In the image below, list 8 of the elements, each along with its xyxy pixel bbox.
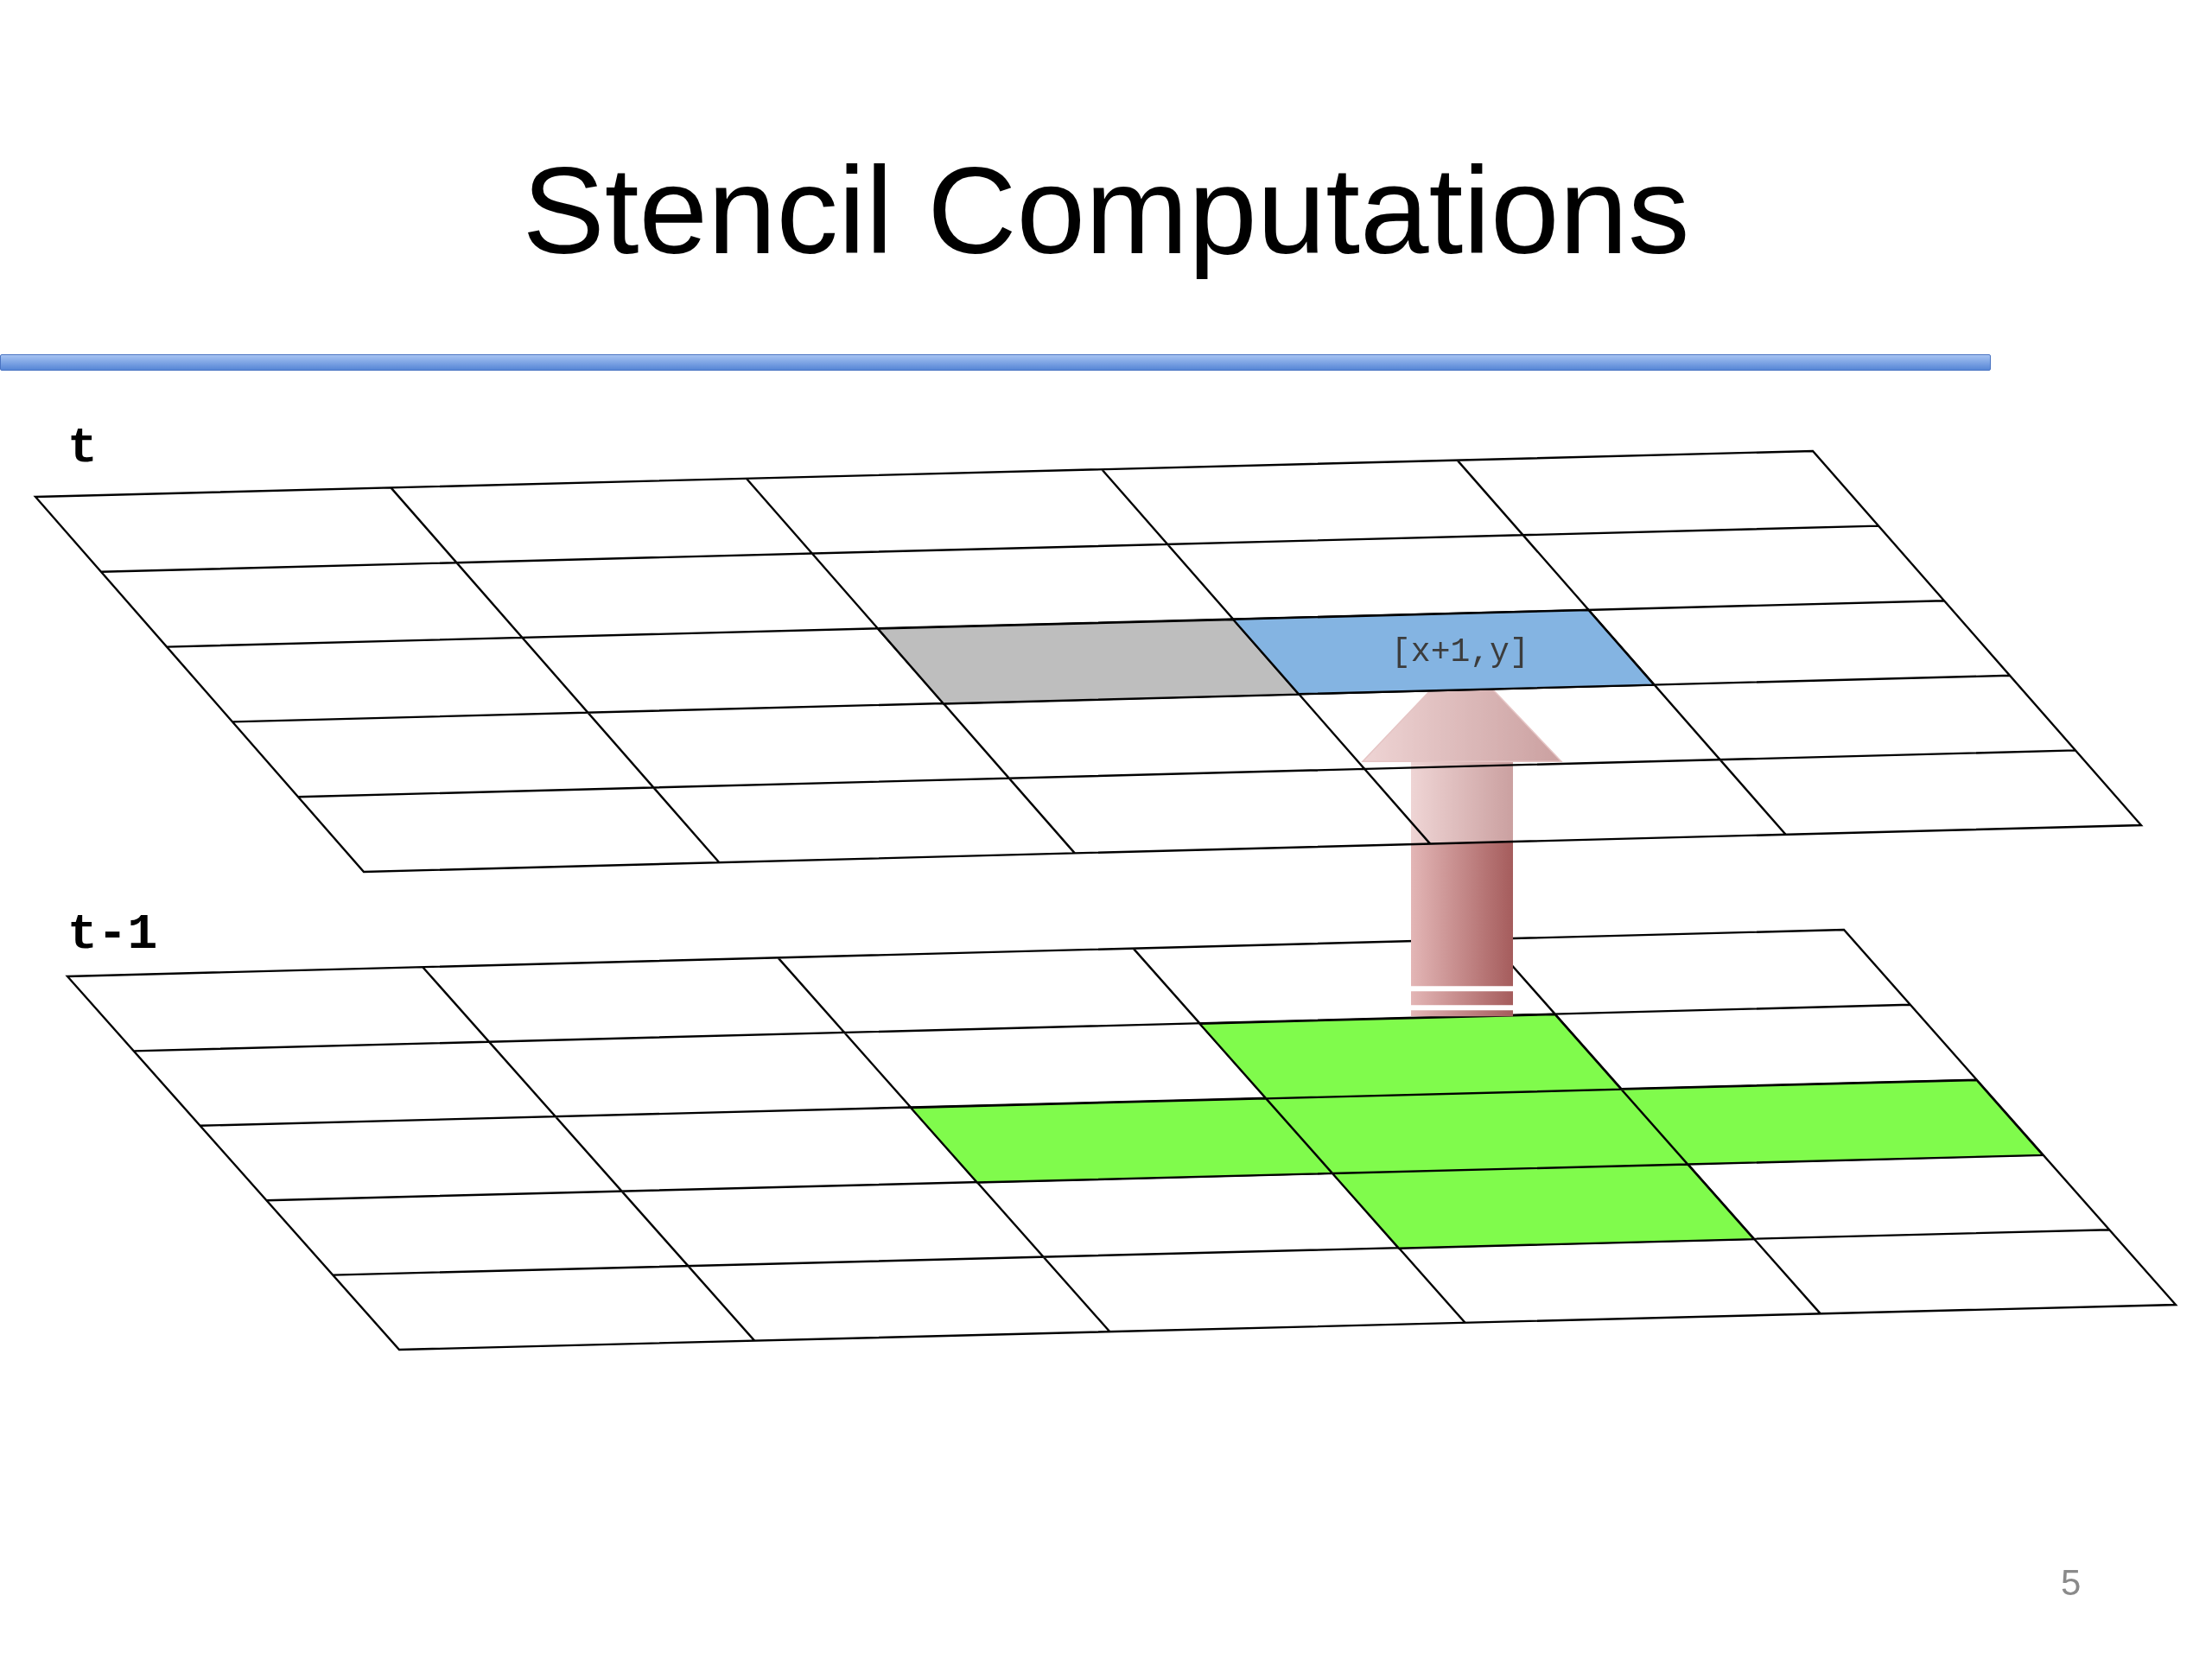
stencil-region (908, 1011, 2046, 1251)
time-step-label: t (67, 419, 98, 478)
slide-title: Stencil Computations (522, 141, 1690, 281)
cell-coordinate-label: [x+1,y] (1391, 632, 1529, 672)
page-number: 5 (2061, 1561, 2082, 1605)
shaded-cell (874, 616, 1302, 706)
time-step-label: t-1 (67, 906, 158, 964)
highlighted-cell (1230, 607, 1657, 697)
